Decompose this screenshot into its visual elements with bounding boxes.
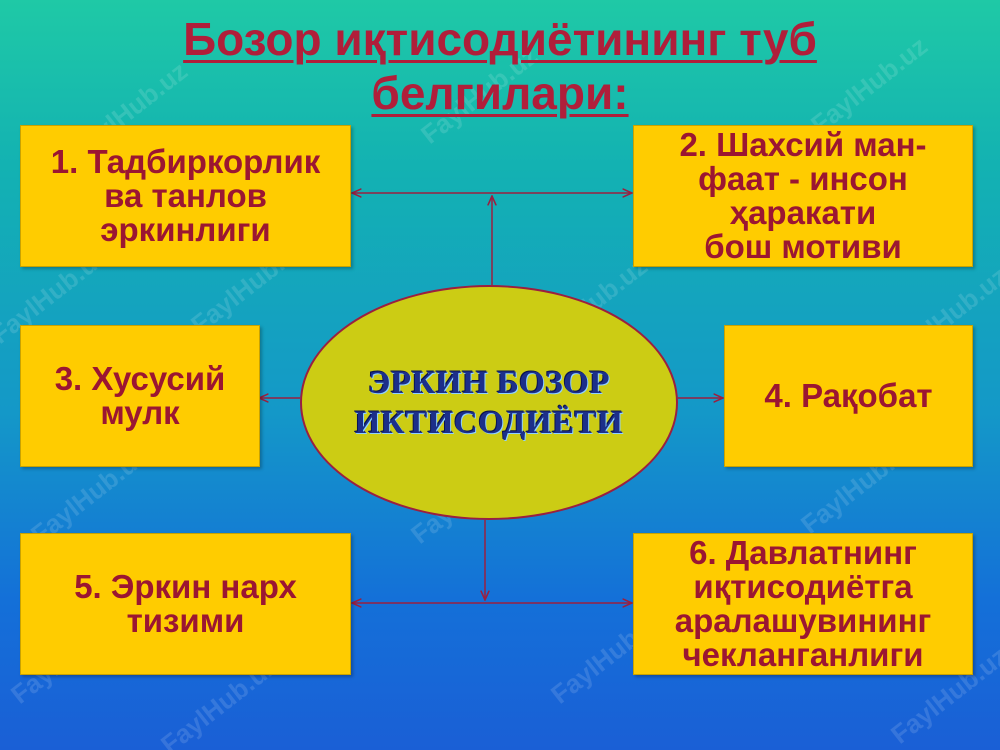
box-text-line: фаат - инсон	[698, 160, 908, 197]
box-text-line: ва танлов	[104, 177, 267, 214]
box-text-line: эркинлиги	[100, 211, 271, 248]
box-limited-state-intervention: 6. Давлатнинг иқтисодиётга аралашувининг…	[633, 533, 973, 675]
box-private-property: 3. Хусусий мулк	[20, 325, 260, 467]
center-line-1: ЭРКИН БОЗОР	[367, 364, 611, 401]
box-text-line: 1. Тадбиркорлик	[50, 143, 321, 180]
box-free-price-system: 5. Эркин нарх тизими	[20, 533, 351, 675]
title-line-2: белгилари:	[371, 67, 629, 119]
box-personal-interest: 2. Шахсий ман- фаат - инсон ҳаракати бош…	[633, 125, 973, 267]
box-entrepreneurship: 1. Тадбиркорлик ва танлов эркинлиги	[20, 125, 351, 267]
center-ellipse: ЭРКИН БОЗОР ИКТИСОДИЁТИ	[300, 285, 678, 520]
title-line-1: Бозор иқтисодиётининг туб	[183, 13, 817, 65]
box-text-line: 4. Рақобат	[764, 377, 933, 414]
box-text-line: 2. Шахсий ман-	[679, 126, 927, 163]
box-text-line: 5. Эркин нарх	[74, 568, 297, 605]
box-competition: 4. Рақобат	[724, 325, 973, 467]
box-text-line: ҳаракати	[729, 194, 877, 231]
box-text-line: аралашувининг	[674, 602, 932, 639]
slide-title: Бозор иқтисодиётининг туб белгилари:	[0, 12, 1000, 120]
box-text-line: мулк	[100, 394, 180, 431]
box-text-line: 3. Хусусий	[54, 360, 226, 397]
box-text-line: 6. Давлатнинг	[689, 534, 917, 571]
box-text-line: тизими	[126, 602, 245, 639]
box-text-line: иқтисодиётга	[693, 568, 913, 605]
center-line-2: ИКТИСОДИЁТИ	[354, 404, 624, 441]
box-text-line: чекланганлиги	[682, 636, 924, 673]
box-text-line: бош мотиви	[704, 228, 902, 265]
